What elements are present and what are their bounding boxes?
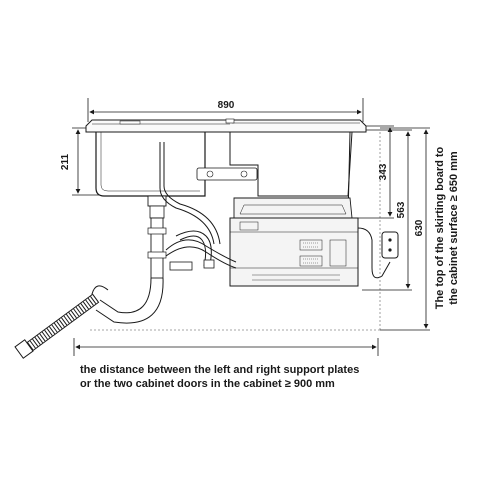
plug-icon xyxy=(381,231,399,259)
dimension-343-label: 343 xyxy=(378,163,389,180)
dimension-890-label: 890 xyxy=(218,100,235,111)
dimension-343: 343 xyxy=(358,125,394,219)
side-note-line2: the cabinet surface ≥ 650 mm xyxy=(448,151,460,305)
sink-bowl xyxy=(95,132,206,197)
caption-line2: or the two cabinet doors in the cabinet … xyxy=(80,378,335,390)
cabinet-outline xyxy=(90,132,381,331)
side-note-line1: The top of the skirting board to xyxy=(434,146,446,309)
corrugated-hose xyxy=(14,293,100,359)
dishwasher-unit xyxy=(229,197,359,287)
dishwasher-hoses xyxy=(159,142,237,271)
power-cord xyxy=(357,227,391,279)
drain-pipe xyxy=(91,195,167,324)
dimension-890: 890 xyxy=(87,98,364,122)
dimension-563-label: 563 xyxy=(396,201,407,218)
side-note: The top of the skirting board to the cab… xyxy=(434,146,460,309)
dimension-211-label: 211 xyxy=(60,153,71,170)
dimension-630-label: 630 xyxy=(414,219,425,236)
dimension-bottom xyxy=(73,338,379,356)
worktop xyxy=(85,118,367,133)
caption: the distance between the left and right … xyxy=(80,363,470,391)
caption-line1: the distance between the left and right … xyxy=(80,364,360,376)
dimension-630: 630 xyxy=(380,127,430,331)
dimension-563: 563 xyxy=(362,129,412,291)
dimension-211: 211 xyxy=(60,127,100,196)
